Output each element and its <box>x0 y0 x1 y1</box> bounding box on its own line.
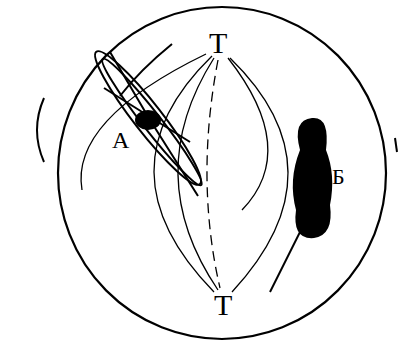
chromosome-label: Б <box>332 166 345 188</box>
chromosome-label: A <box>112 128 129 152</box>
pole-label: T <box>209 28 227 58</box>
pole-label: T <box>214 290 232 320</box>
